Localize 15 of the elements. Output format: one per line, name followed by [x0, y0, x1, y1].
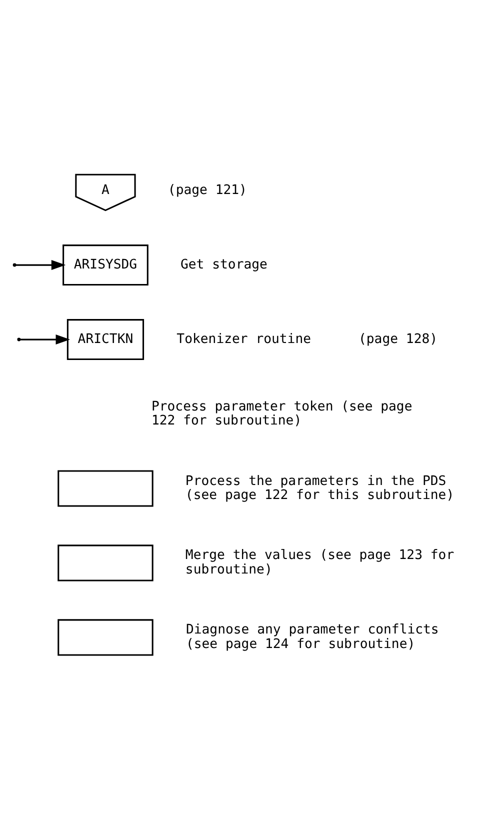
arrow — [16, 260, 66, 270]
node-box — [57, 470, 153, 507]
arrow — [20, 334, 70, 344]
node-box — [57, 619, 153, 656]
node-label: (page 128) — [358, 332, 438, 347]
node-label: Get storage — [180, 257, 267, 272]
node-label: Process the parameters in the PDS (see page 122 for this subroutine) — [184, 474, 454, 503]
node-box: ARISYSDG — [62, 244, 148, 286]
node-label: Merge the values (see page 123 for subroutine) — [184, 548, 454, 578]
node-label: (page 121) — [167, 182, 246, 198]
node-label: Tokenizer routine — [176, 332, 311, 347]
node-label: Diagnose any parameter conflicts (see page 124 for subroutine) — [185, 622, 438, 652]
label: Process parameter token (see page 122 for subroutine) — [150, 399, 412, 429]
node-box — [57, 544, 153, 582]
node-box: ARICTKN — [66, 319, 144, 360]
